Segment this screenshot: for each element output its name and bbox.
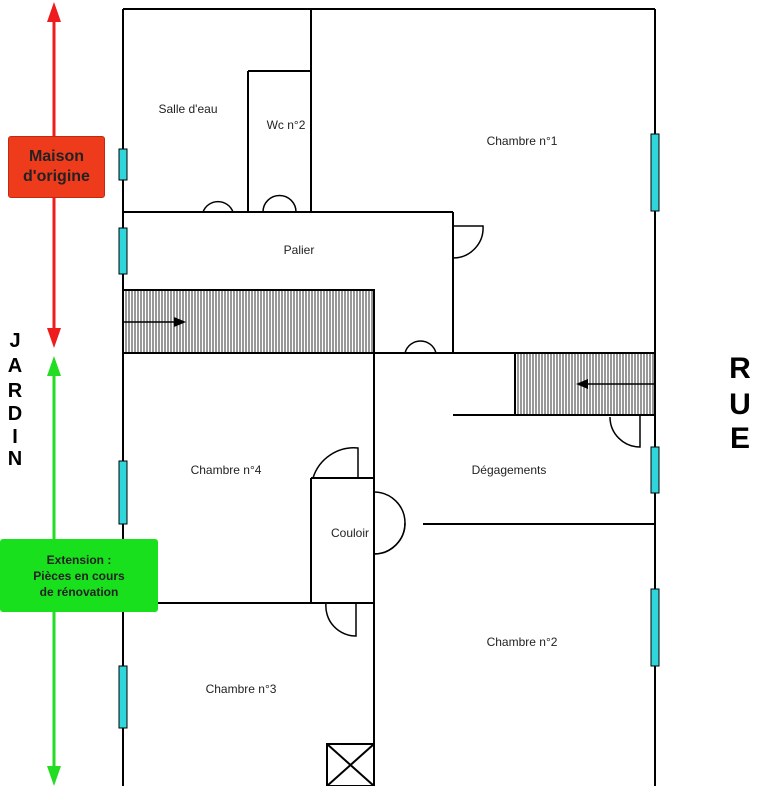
street-label: R U E [729, 352, 751, 455]
origin-line1: Maison [28, 148, 85, 165]
garden-label: J A R D I N [8, 330, 23, 470]
label-degagements: Dégagements [472, 463, 547, 477]
window-degagements [650, 446, 660, 494]
garden-letter: I [12, 426, 18, 448]
label-salle-deau: Salle d'eau [158, 102, 217, 116]
street-letter: E [730, 422, 750, 455]
room-labels: Salle d'eau Wc n°2 Chambre n°1 Palier Ch… [158, 102, 557, 696]
window-chambre4 [118, 460, 128, 525]
doors [202, 194, 641, 637]
staircase-secondary [517, 354, 654, 414]
walls [122, 8, 656, 786]
garden-letter: R [8, 380, 23, 402]
label-chambre2: Chambre n°2 [487, 635, 558, 649]
door-wc [262, 194, 297, 213]
door-salle-deau [202, 200, 234, 213]
origin-zone-label: Maison d'origine [8, 136, 105, 198]
door-stairs [404, 340, 437, 354]
door-chambre4 [312, 447, 359, 479]
origin-line2: d'origine [23, 168, 90, 185]
window-palier [118, 227, 128, 275]
label-chambre1: Chambre n°1 [487, 134, 558, 148]
door-secondary-stairs [609, 415, 641, 448]
door-chambre3 [325, 602, 357, 637]
window-salle-deau [118, 148, 128, 181]
window-chambre3 [118, 665, 128, 729]
extension-line1: Extension : [46, 552, 112, 567]
garden-letter: N [8, 448, 22, 470]
street-letter: U [729, 388, 751, 421]
extension-line2: Pièces en cours [33, 568, 125, 583]
label-wc2: Wc n°2 [267, 118, 306, 132]
garden-letter: D [8, 403, 22, 425]
windows [118, 133, 660, 729]
extension-zone-label: Extension : Pièces en cours de rénovatio… [0, 539, 158, 612]
garden-letter: A [8, 355, 22, 377]
window-chambre1 [650, 133, 660, 212]
street-letter: R [729, 352, 751, 385]
label-chambre3: Chambre n°3 [206, 682, 277, 696]
garden-letter: J [9, 330, 20, 352]
door-couloir-east [373, 491, 406, 555]
window-chambre2 [650, 588, 660, 667]
extension-line3: de rénovation [39, 584, 119, 599]
door-chambre1 [452, 225, 484, 259]
staircase-main [124, 291, 373, 352]
label-chambre4: Chambre n°4 [191, 463, 262, 477]
label-couloir: Couloir [331, 526, 369, 540]
label-palier: Palier [284, 243, 315, 257]
